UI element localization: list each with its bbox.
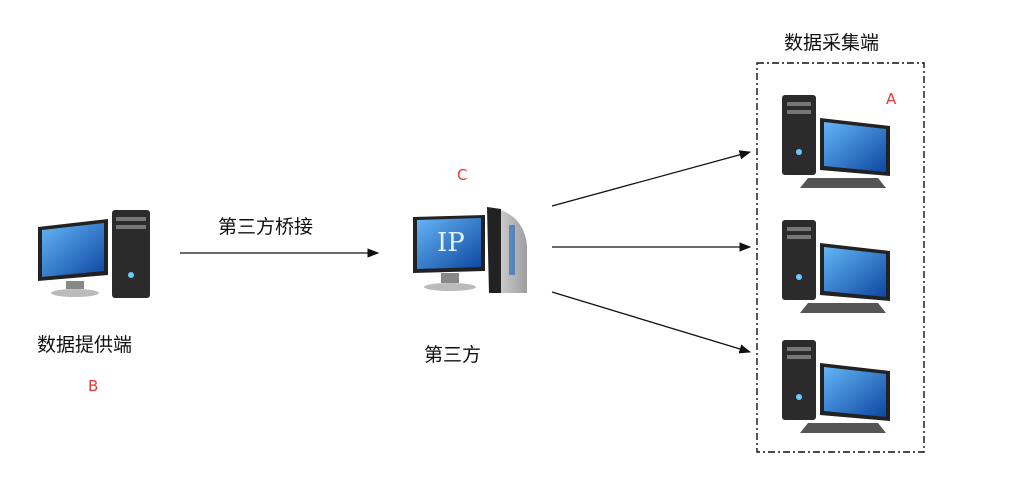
collector-tag: A [886,90,897,108]
server-screen-text: IP [437,228,465,258]
third-party-tag: C [457,166,468,184]
collector-computer-icon-2 [782,220,890,313]
third-party-server-icon [413,207,527,293]
provider-computer-icon [38,210,150,298]
edge-label: 第三方桥接 [218,216,314,238]
collector-computer-icon-1 [782,95,890,188]
provider-tag: B [88,377,99,395]
third-party-label: 第三方 [424,344,482,366]
collector-title: 数据采集端 [784,32,880,54]
provider-label: 数据提供端 [37,334,133,356]
collector-computer-icon-3 [782,340,890,433]
edge-third-party-to-collector-1 [551,150,752,207]
collector-box [756,62,925,453]
edge-third-party-to-collector-3 [551,291,752,354]
